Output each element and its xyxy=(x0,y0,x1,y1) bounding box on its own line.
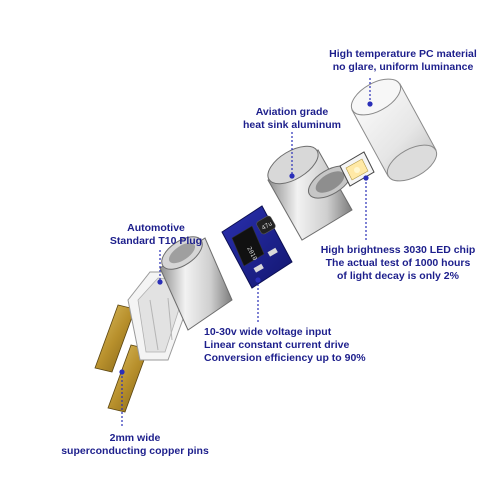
voltage-line2: Linear constant current drive xyxy=(204,339,350,351)
callout-t10-plug: Automotive Standard T10 Plug xyxy=(96,222,216,248)
leader-lines xyxy=(119,78,373,428)
t10-plug-line2: Standard T10 Plug xyxy=(109,235,203,247)
heat-sink-line1: Aviation grade xyxy=(255,106,329,118)
t10-plug-line1: Automotive xyxy=(127,222,185,234)
led-chip-line1: High brightness 3030 LED chip xyxy=(320,244,476,256)
pins-line2: superconducting copper pins xyxy=(61,445,209,457)
pins-line1: 2mm wide xyxy=(109,432,161,444)
voltage-line1: 10-30v wide voltage input xyxy=(204,326,332,338)
led-chip-line3: of light decay is only 2% xyxy=(337,270,459,282)
callout-voltage: 10-30v wide voltage input Linear constan… xyxy=(204,326,374,365)
pc-material-line2: no glare, uniform luminance xyxy=(332,61,474,73)
led-chip-line2: The actual test of 1000 hours xyxy=(325,257,471,269)
driver-pcb: 2010 47u xyxy=(221,205,293,289)
capacitor-marking: 47u xyxy=(261,220,274,232)
callout-led-chip: High brightness 3030 LED chip The actual… xyxy=(300,244,496,283)
voltage-line3: Conversion efficiency up to 90% xyxy=(204,352,366,364)
pc-material-line1: High temperature PC material xyxy=(329,48,477,60)
heat-sink-line2: heat sink aluminum xyxy=(242,119,342,131)
led-chip xyxy=(339,151,375,187)
base-cylinder xyxy=(159,236,233,331)
heat-sink xyxy=(267,145,353,241)
callout-pins: 2mm wide superconducting copper pins xyxy=(50,432,220,458)
callout-pc-material: High temperature PC material no glare, u… xyxy=(318,48,488,74)
callout-heat-sink: Aviation grade heat sink aluminum xyxy=(230,106,354,132)
pc-lens-cap xyxy=(350,78,438,182)
